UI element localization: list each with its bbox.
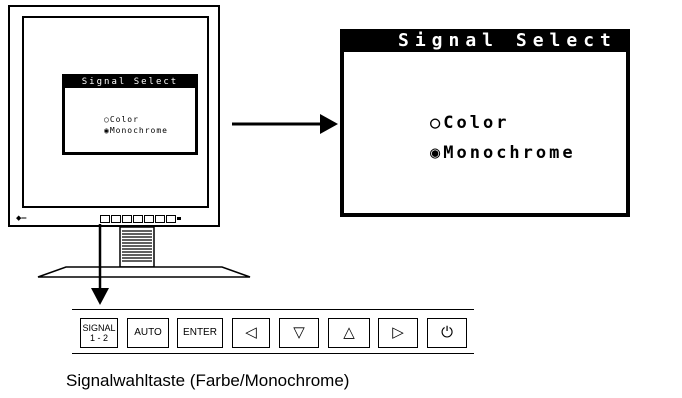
radio-unselected-icon: ○ xyxy=(430,113,444,133)
power-icon: ⏻ xyxy=(441,324,453,341)
signal-label: SIGNAL xyxy=(82,323,116,333)
enter-label: ENTER xyxy=(183,327,217,338)
monitor-base xyxy=(37,266,251,278)
arrow-right-icon: ▷ xyxy=(392,324,404,341)
radio-selected-icon: ◉ xyxy=(430,143,444,163)
arrow-left-icon: ◁ xyxy=(245,324,257,341)
arrow-down-head xyxy=(91,288,109,305)
bezel-button xyxy=(166,215,176,223)
mini-signal-select-osd: Signal Select ○Color ◉Monochrome xyxy=(62,74,198,155)
mini-option-label: Color xyxy=(109,115,139,124)
option-color: ○Color xyxy=(430,113,509,133)
signal-button[interactable]: SIGNAL 1 - 2 xyxy=(80,318,118,348)
mini-option-monochrome: ◉Monochrome xyxy=(104,126,168,135)
mini-option-label: Monochrome xyxy=(109,126,168,135)
left-button[interactable]: ◁ xyxy=(232,318,270,348)
bezel-button-strip xyxy=(100,215,186,223)
enter-button[interactable]: ENTER xyxy=(177,318,223,348)
up-button[interactable]: △ xyxy=(328,318,370,348)
option-monochrome: ◉Monochrome xyxy=(430,143,576,163)
control-panel: SIGNAL 1 - 2 AUTO ENTER ◁ ▽ △ ▷ ⏻ xyxy=(72,309,474,354)
monitor-neck xyxy=(119,227,155,267)
bezel-button xyxy=(100,215,110,223)
osd-title: Signal Select xyxy=(340,29,630,52)
signal-select-osd-enlarged: Signal Select ○Color ◉Monochrome xyxy=(340,29,630,217)
arrow-down-icon: ▽ xyxy=(293,324,305,341)
signal-channel-label: 1 - 2 xyxy=(89,333,108,343)
down-button[interactable]: ▽ xyxy=(279,318,319,348)
right-button[interactable]: ▷ xyxy=(378,318,418,348)
option-label: Color xyxy=(443,113,510,133)
bezel-button xyxy=(155,215,165,223)
bezel-button xyxy=(133,215,143,223)
bezel-button xyxy=(144,215,154,223)
arrow-right-head xyxy=(320,114,338,134)
radio-unselected-icon: ○ xyxy=(104,115,110,124)
option-label: Monochrome xyxy=(443,143,576,163)
mini-osd-title: Signal Select xyxy=(65,77,195,88)
auto-label: AUTO xyxy=(134,327,162,338)
bezel-button xyxy=(111,215,121,223)
power-led-icon xyxy=(177,217,181,220)
arrow-up-icon: △ xyxy=(343,324,355,341)
radio-selected-icon: ◉ xyxy=(104,126,110,135)
caption: Signalwahltaste (Farbe/Monochrome) xyxy=(66,371,350,390)
bezel-button xyxy=(122,215,132,223)
auto-button[interactable]: AUTO xyxy=(127,318,169,348)
power-button[interactable]: ⏻ xyxy=(427,318,467,348)
mini-option-color: ○Color xyxy=(104,115,139,124)
brand-logo-icon: ◆═ xyxy=(16,215,27,222)
